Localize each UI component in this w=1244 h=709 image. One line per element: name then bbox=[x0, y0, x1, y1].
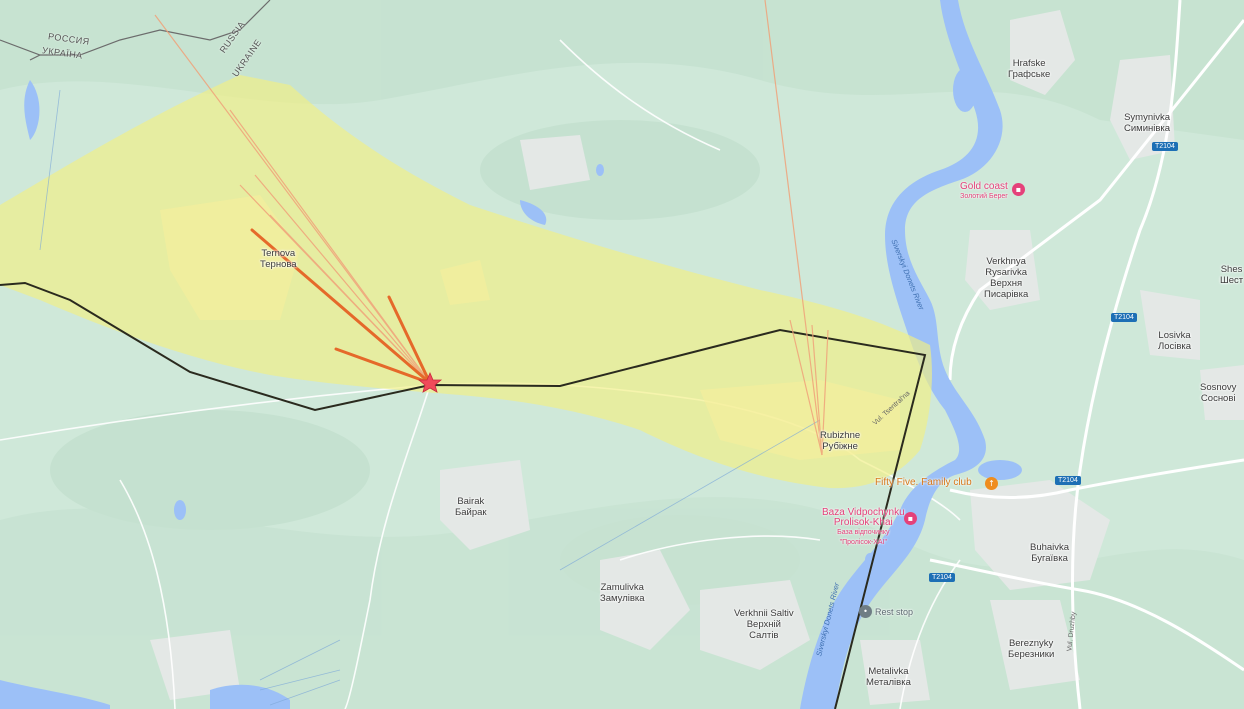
front-line bbox=[0, 281, 927, 709]
highway-t2104 bbox=[929, 0, 1244, 709]
primary-rays bbox=[250, 228, 432, 385]
target-marker-star-icon bbox=[417, 371, 443, 393]
secondary-rays bbox=[154, 0, 829, 456]
hotel-icon[interactable]: ▪ bbox=[904, 512, 917, 525]
zone-settlement-patches bbox=[160, 195, 900, 460]
hotel-icon[interactable]: ▪ bbox=[1012, 183, 1025, 196]
state-border bbox=[0, 0, 271, 61]
poi-fifty-five-family-club[interactable]: Fifty Five. Family club bbox=[875, 477, 972, 488]
settlement-areas bbox=[150, 10, 1244, 705]
thin-overlay-lines bbox=[39, 89, 821, 706]
poi-rest-stop[interactable]: Rest stop bbox=[875, 607, 914, 617]
road-shield-t2104: T2104 bbox=[1152, 142, 1178, 151]
road-shield-t2104: T2104 bbox=[1055, 476, 1081, 485]
road-shield-t2104: T2104 bbox=[1111, 313, 1137, 322]
fork-knife-icon[interactable]: ↑ bbox=[985, 477, 998, 490]
river-siverskyi-donets bbox=[0, 0, 1022, 709]
road-shield-t2104: T2104 bbox=[929, 573, 955, 582]
map-pin-icon[interactable]: • bbox=[859, 605, 872, 618]
